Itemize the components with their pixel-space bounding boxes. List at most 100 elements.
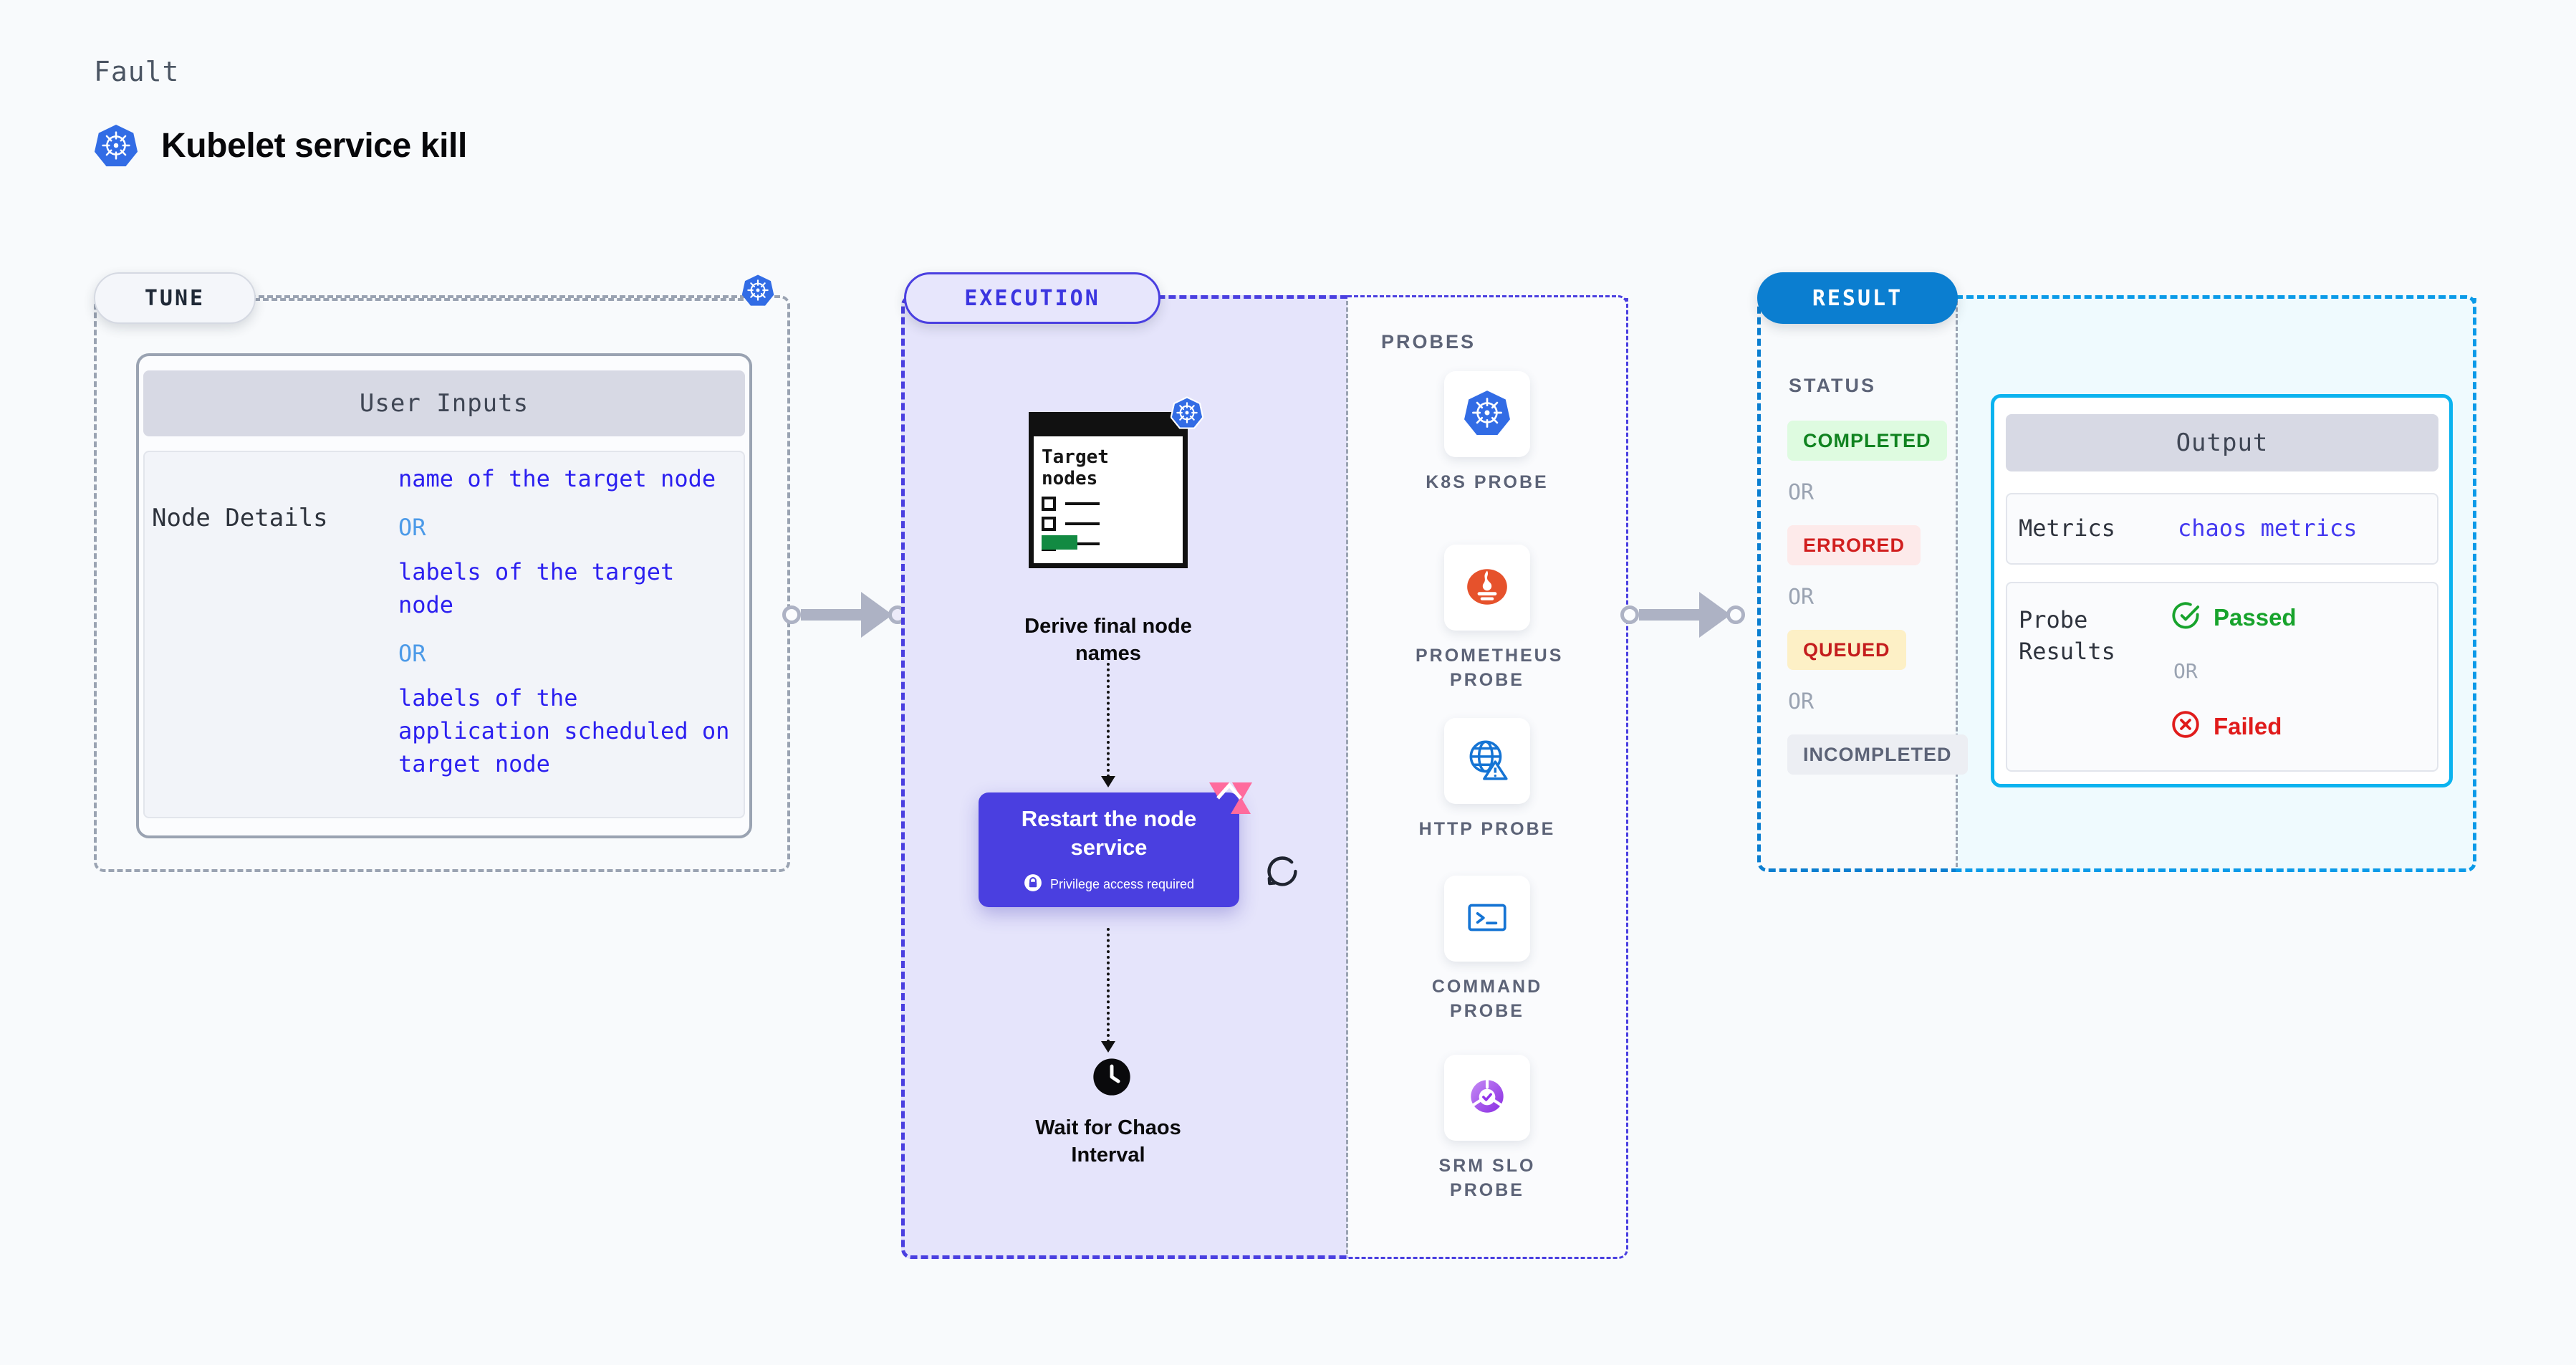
terminal-icon: [1464, 894, 1511, 944]
arrow-head: [1101, 776, 1115, 787]
line-placeholder: [1065, 542, 1100, 545]
execution-section-label: EXECUTION: [904, 272, 1160, 324]
window-frame: [1029, 412, 1188, 568]
status-or-1: OR: [1788, 585, 1815, 610]
connector-bar: [801, 609, 862, 621]
probe-label: K8S PROBE: [1426, 472, 1549, 492]
checkbox-row: [1042, 497, 1100, 511]
connector-execution-to-result: [1620, 592, 1745, 638]
page-title: Kubelet service kill: [161, 126, 467, 165]
status-badge-errored: ERRORED: [1787, 525, 1921, 565]
result-divider: [1956, 301, 1958, 867]
flow-arrow-1: [1101, 663, 1115, 787]
connector-end-dot: [1726, 605, 1745, 624]
srm-slo-icon: [1464, 1073, 1511, 1124]
probe-label: SRM SLO PROBE: [1438, 1156, 1536, 1200]
refresh-icon: [1264, 853, 1301, 894]
user-inputs-body: [143, 451, 745, 818]
checkbox-icon: [1042, 517, 1056, 531]
tune-kubernetes-icon: [741, 274, 774, 310]
check-circle-icon: [2171, 600, 2201, 634]
page-header: Kubelet service kill: [94, 123, 467, 168]
output-row-metrics: [2006, 493, 2438, 565]
wait-for-chaos-interval-caption: Wait for Chaos Interval: [1035, 1116, 1181, 1167]
status-or-0: OR: [1788, 480, 1815, 505]
probe-label: HTTP PROBE: [1418, 819, 1556, 839]
x-circle-icon: [2171, 709, 2201, 743]
status-title: STATUS: [1789, 375, 1876, 396]
restart-node-service-title: Restart the node service: [1021, 805, 1197, 860]
probe-result-passed-text: Passed: [2214, 603, 2297, 631]
connector-start-dot: [1620, 605, 1639, 624]
prometheus-icon: [1464, 562, 1511, 613]
probe-srm-slo[interactable]: SRM SLO PROBE: [1416, 1055, 1559, 1202]
node-details-or-1: OR: [398, 640, 426, 667]
probe-result-failed-text: Failed: [2214, 712, 2282, 739]
probe-results-label: Probe Results: [2019, 606, 2115, 665]
probe-prometheus[interactable]: PROMETHEUS PROBE: [1416, 545, 1564, 692]
metrics-label: Metrics: [2019, 514, 2115, 542]
probe-label: PROMETHEUS PROBE: [1416, 646, 1564, 690]
line-placeholder: [1065, 522, 1100, 525]
probes-title: PROBES: [1381, 331, 1476, 353]
probe-label: COMMAND PROBE: [1431, 977, 1543, 1021]
output-row-probe-results: [2006, 582, 2438, 772]
connector-start-dot: [782, 605, 801, 624]
privilege-note-text: Privilege access required: [1049, 876, 1195, 891]
arrow-line: [1107, 663, 1110, 777]
probe-icon-tile: [1444, 876, 1530, 962]
arrow-line: [1107, 928, 1110, 1043]
status-badge-incompleted: INCOMPLETED: [1787, 734, 1968, 775]
derive-final-node-names-caption: Derive final node names: [1024, 615, 1192, 665]
result-section-label: RESULT: [1757, 272, 1958, 324]
restart-node-service-step[interactable]: Restart the node service Privilege acces…: [979, 782, 1252, 907]
probe-icon-tile: [1444, 371, 1530, 457]
tune-section-frame: [94, 295, 790, 872]
target-nodes-title: Target nodes: [1042, 446, 1109, 489]
status-badge-queued: QUEUED: [1787, 630, 1906, 670]
status-badge-completed: COMPLETED: [1787, 421, 1947, 461]
probe-command[interactable]: COMMAND PROBE: [1416, 876, 1559, 1023]
node-details-value-1: labels of the target node: [398, 558, 675, 618]
output-header: Output: [2006, 414, 2438, 471]
node-details-label: Node Details: [152, 504, 328, 532]
kubernetes-icon: [94, 123, 138, 168]
probe-icon-tile: [1444, 1055, 1530, 1141]
window-titlebar: [1029, 412, 1188, 436]
page-eyebrow: Fault: [94, 56, 180, 87]
probe-http[interactable]: HTTP PROBE: [1416, 718, 1559, 841]
privilege-note: Privilege access required: [1024, 873, 1194, 896]
node-details-value-2: labels of the application scheduled on t…: [398, 684, 730, 777]
target-nodes-graphic: Target nodes: [1029, 396, 1204, 568]
line-placeholder: [1065, 502, 1100, 505]
probe-result-failed: Failed: [2171, 709, 2282, 743]
node-details-value-0: name of the target node: [398, 465, 716, 492]
execution-probes-divider: [1346, 301, 1348, 1254]
metrics-value[interactable]: chaos metrics: [2178, 514, 2358, 542]
globe-warning-icon: [1464, 736, 1511, 787]
connector-tune-to-execution: [782, 592, 907, 638]
probe-result-passed: Passed: [2171, 600, 2297, 634]
checkbox-icon: [1042, 497, 1056, 511]
checkbox-row: [1042, 517, 1100, 531]
kubernetes-icon: [1464, 389, 1511, 440]
lock-icon: [1024, 873, 1042, 896]
harness-icon: [1208, 781, 1252, 819]
tune-leader-line: [254, 298, 761, 301]
node-details-values: name of the target node OR labels of the…: [398, 462, 742, 780]
status-or-2: OR: [1788, 689, 1815, 714]
node-details-or-0: OR: [398, 514, 426, 541]
probe-k8s[interactable]: K8S PROBE: [1416, 371, 1559, 494]
probe-result-or: OR: [2173, 659, 2198, 683]
connector-bar: [1639, 609, 1701, 621]
clock-icon: [1092, 1057, 1132, 1101]
connector-arrowhead: [861, 592, 893, 638]
flow-arrow-2: [1101, 928, 1115, 1053]
tune-section-label: TUNE: [94, 272, 256, 324]
probe-icon-tile: [1444, 545, 1530, 631]
arrow-head: [1101, 1041, 1115, 1053]
probe-icon-tile: [1444, 718, 1530, 804]
user-inputs-header: User Inputs: [143, 370, 745, 436]
green-bar-indicator: [1042, 535, 1077, 550]
